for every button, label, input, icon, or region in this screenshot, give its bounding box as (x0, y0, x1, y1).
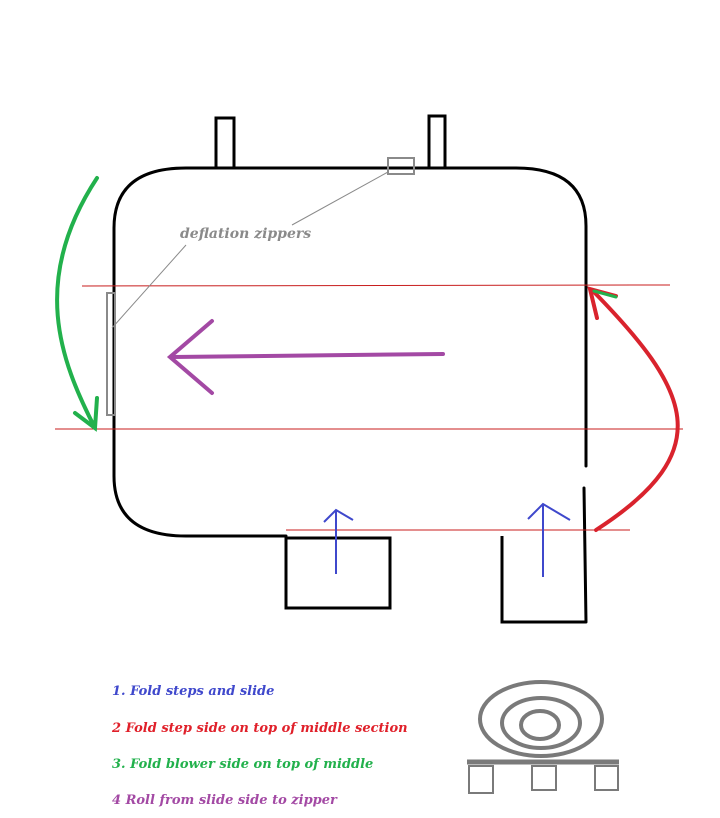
rolled-bundle-icon (467, 680, 619, 794)
step4-arrow-head (166, 319, 214, 395)
step1-arrow-slide-head (527, 502, 571, 521)
step4-roll-arrow (170, 352, 445, 359)
top-tube-left (214, 116, 236, 170)
step2-fold-arrow (590, 288, 680, 532)
zipper-side (106, 292, 116, 416)
zipper-leader-top (291, 171, 389, 226)
zipper-leader-side (111, 244, 187, 329)
step1-arrow-step-head (323, 508, 354, 523)
step-4-label: 4 Roll from slide side to zipper (112, 793, 338, 808)
fold-line-top (81, 284, 671, 287)
top-tube-right (427, 114, 447, 170)
step2-arrow-tip-green (592, 289, 618, 299)
step-section (284, 536, 392, 610)
slide-section (500, 536, 586, 624)
step3-fold-arrow (55, 176, 99, 430)
deflation-zippers-label: deflation zippers (180, 226, 311, 242)
step-1-label: 1. Fold steps and slide (112, 684, 274, 699)
zipper-top (387, 157, 415, 175)
step3-arrow-head (73, 396, 99, 432)
inflatable-body-outline (112, 166, 588, 624)
step-3-label: 3. Fold blower side on top of middle (112, 757, 373, 772)
step-2-label: 2 Fold step side on top of middle sectio… (111, 721, 408, 736)
